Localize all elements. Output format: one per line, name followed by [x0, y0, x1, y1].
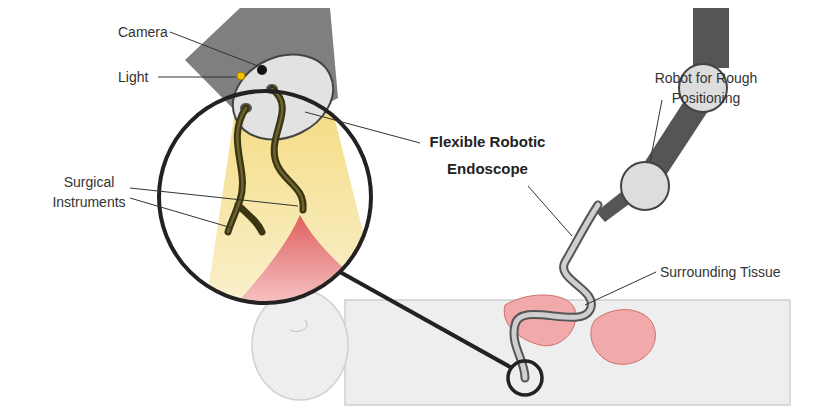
magnifier-line [340, 272, 512, 368]
leader-lines [130, 32, 662, 305]
part-label: Camera [118, 22, 168, 42]
robot-arm [596, 8, 729, 222]
part-label: Surgical Instruments [45, 172, 133, 212]
surrounding-tissue [504, 295, 655, 364]
endoscope-tube [514, 205, 598, 378]
magnified-view [159, 8, 380, 310]
part-label: Surrounding Tissue [660, 262, 781, 282]
magnifier-spot [508, 361, 542, 395]
part-label: Robot for Rough Positioning [645, 68, 767, 108]
title-label: Flexible Robotic Endoscope [420, 128, 555, 182]
part-label: Light [118, 67, 148, 87]
